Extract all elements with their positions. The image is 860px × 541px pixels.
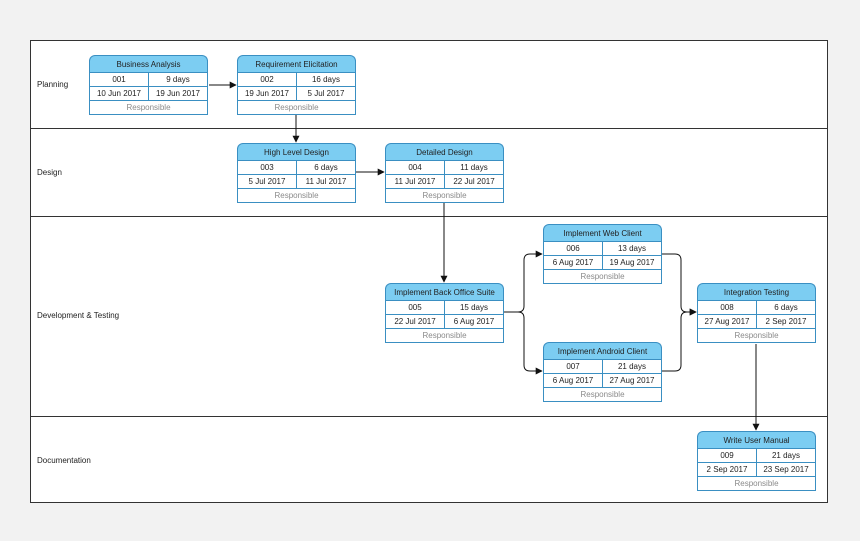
task-id: 009 xyxy=(697,448,757,463)
task-responsible: Responsible xyxy=(89,100,208,115)
task-end-date: 22 Jul 2017 xyxy=(444,174,504,189)
task-title: Detailed Design xyxy=(385,143,504,160)
task-id: 007 xyxy=(543,359,603,374)
task-title: Implement Web Client xyxy=(543,224,662,241)
task-id: 008 xyxy=(697,300,757,315)
arrow-006-008 xyxy=(662,253,697,316)
task-responsible: Responsible xyxy=(697,476,816,491)
task-end-date: 6 Aug 2017 xyxy=(444,314,504,329)
task-start-date: 6 Aug 2017 xyxy=(543,373,603,388)
task-title: Implement Back Office Suite xyxy=(385,283,504,300)
task-start-date: 10 Jun 2017 xyxy=(89,86,149,101)
task-title: Requirement Elicitation xyxy=(237,55,356,72)
arrow-005-006 xyxy=(504,250,543,313)
task-end-date: 5 Jul 2017 xyxy=(296,86,356,101)
task-id: 001 xyxy=(89,72,149,87)
task-id: 002 xyxy=(237,72,297,87)
lane-label-development-testing: Development & Testing xyxy=(37,311,120,320)
task-end-date: 27 Aug 2017 xyxy=(602,373,662,388)
lane-divider xyxy=(30,216,828,217)
lane-label-documentation: Documentation xyxy=(37,456,91,465)
task-end-date: 23 Sep 2017 xyxy=(756,462,816,477)
task-start-date: 19 Jun 2017 xyxy=(237,86,297,101)
task-title: Implement Android Client xyxy=(543,342,662,359)
swimlane-frame xyxy=(30,40,828,503)
task-responsible: Responsible xyxy=(697,328,816,343)
task-id: 003 xyxy=(237,160,297,175)
task-duration: 9 days xyxy=(148,72,208,87)
task-id: 004 xyxy=(385,160,445,175)
task-start-date: 27 Aug 2017 xyxy=(697,314,757,329)
task-end-date: 2 Sep 2017 xyxy=(756,314,816,329)
task-responsible: Responsible xyxy=(385,188,504,203)
task-duration: 11 days xyxy=(444,160,504,175)
task-id: 006 xyxy=(543,241,603,256)
task-title: Business Analysis xyxy=(89,55,208,72)
arrow-007-008 xyxy=(662,308,697,372)
task-start-date: 2 Sep 2017 xyxy=(697,462,757,477)
task-id: 005 xyxy=(385,300,445,315)
task-title: Integration Testing xyxy=(697,283,816,300)
task-duration: 6 days xyxy=(296,160,356,175)
task-duration: 15 days xyxy=(444,300,504,315)
arrow-005-007 xyxy=(504,311,543,375)
task-title: Write User Manual xyxy=(697,431,816,448)
task-start-date: 6 Aug 2017 xyxy=(543,255,603,270)
task-end-date: 19 Aug 2017 xyxy=(602,255,662,270)
lane-divider xyxy=(30,416,828,417)
task-responsible: Responsible xyxy=(237,188,356,203)
task-start-date: 5 Jul 2017 xyxy=(237,174,297,189)
task-responsible: Responsible xyxy=(385,328,504,343)
task-end-date: 11 Jul 2017 xyxy=(296,174,356,189)
lane-label-planning: Planning xyxy=(37,80,69,89)
lane-label-design: Design xyxy=(37,168,62,177)
task-duration: 13 days xyxy=(602,241,662,256)
task-responsible: Responsible xyxy=(543,269,662,284)
task-end-date: 19 Jun 2017 xyxy=(148,86,208,101)
lane-divider xyxy=(30,128,828,129)
task-duration: 6 days xyxy=(756,300,816,315)
task-responsible: Responsible xyxy=(237,100,356,115)
task-duration: 21 days xyxy=(602,359,662,374)
task-start-date: 11 Jul 2017 xyxy=(385,174,445,189)
task-duration: 21 days xyxy=(756,448,816,463)
task-duration: 16 days xyxy=(296,72,356,87)
task-responsible: Responsible xyxy=(543,387,662,402)
task-start-date: 22 Jul 2017 xyxy=(385,314,445,329)
task-title: High Level Design xyxy=(237,143,356,160)
